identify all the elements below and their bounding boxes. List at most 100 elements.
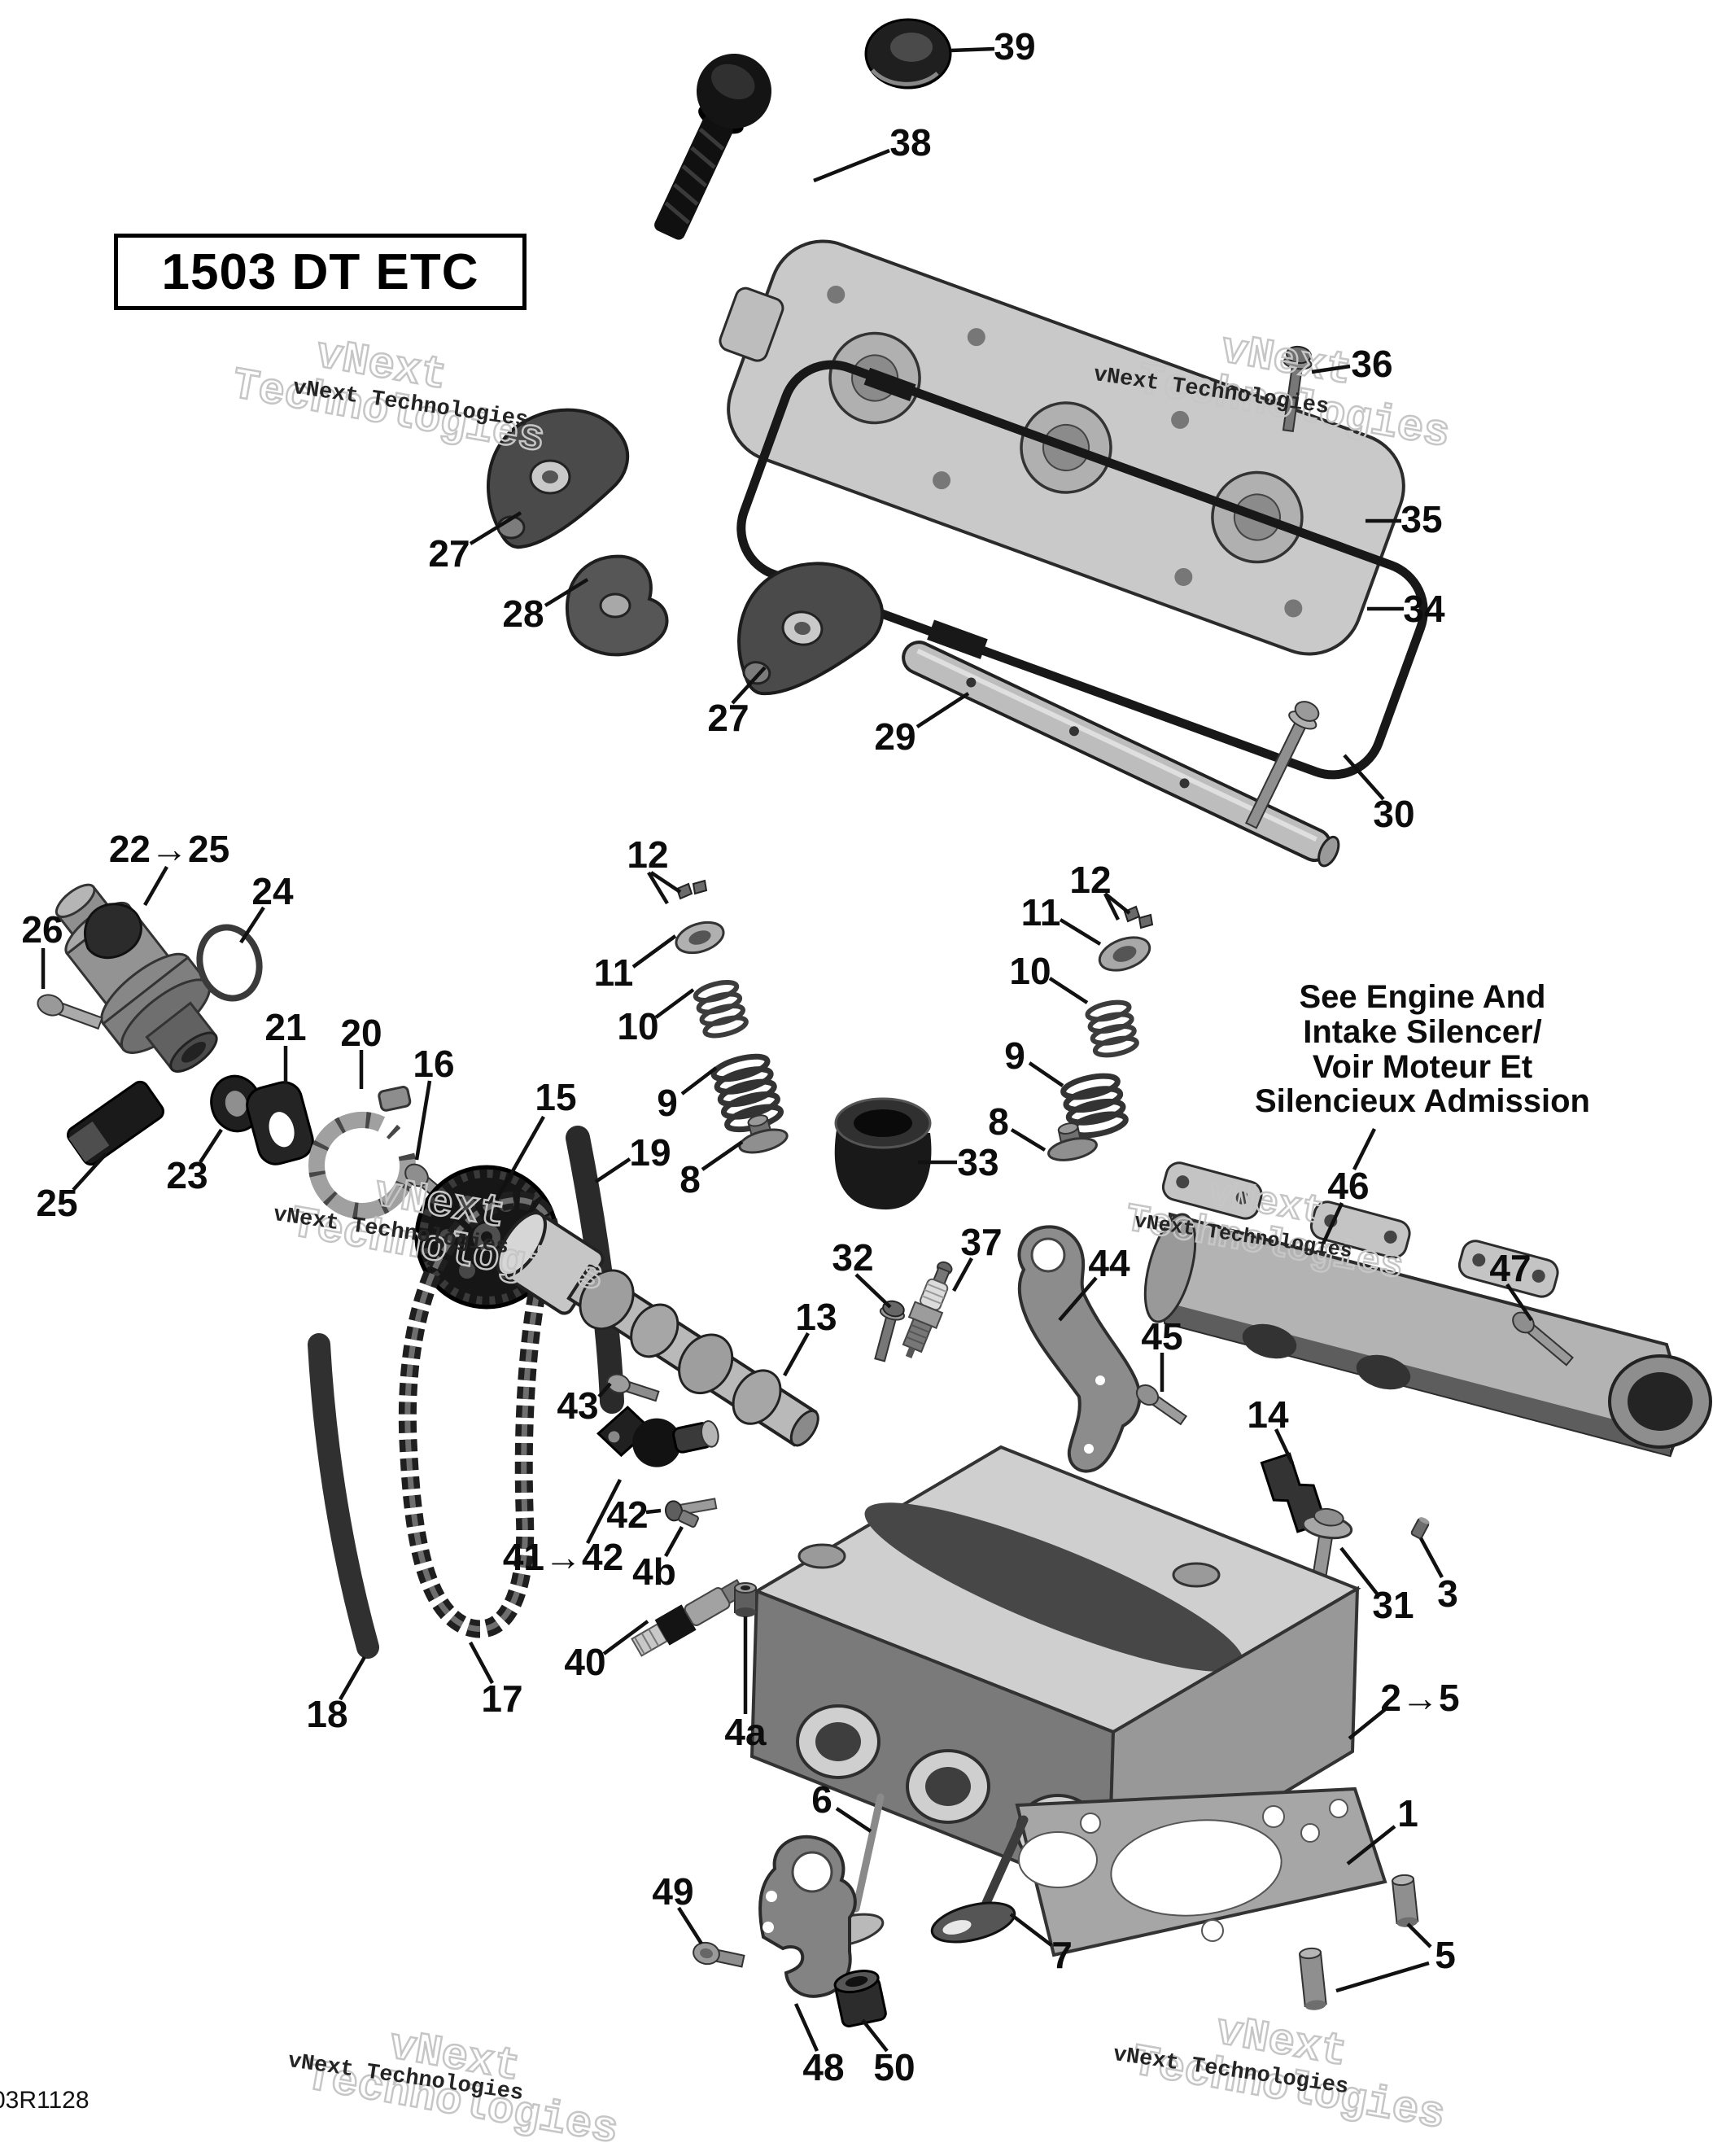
part-seal-8L: [738, 1114, 789, 1154]
diagram-code: 03R1128: [0, 2087, 90, 2114]
part-spring-9R: [1060, 1073, 1129, 1139]
part-stud-5a: [1391, 1874, 1419, 1927]
leader-line-14: [1274, 1428, 1295, 1464]
leader-line-23: [199, 1128, 223, 1164]
part-seal-23: [210, 1074, 262, 1133]
leader-line-41-42: [585, 1478, 623, 1545]
leader-line-10R: [1048, 977, 1089, 1004]
note-line: Intake Silencer/: [1303, 1013, 1542, 1050]
leader-line-10L: [654, 988, 695, 1019]
part-lever-22: [83, 903, 142, 960]
part-exhaust-valve-7: [930, 1815, 1029, 1944]
part-cam-sensor-41: [596, 1406, 719, 1467]
leader-line-5: [1335, 1961, 1430, 1993]
diagram-title: 1503 DT ETC: [161, 243, 479, 300]
part-dowel-4a: [734, 1582, 757, 1617]
part-bolt-30: [1244, 701, 1320, 829]
leader-line-47: [1505, 1283, 1533, 1322]
part-spring-10R: [1085, 999, 1139, 1058]
part-sensor-25: [67, 1080, 164, 1166]
part-bolt-49: [693, 1941, 745, 1968]
part-bracket-48: [758, 1835, 857, 1998]
leader-line-15: [495, 1115, 545, 1201]
leader-line-31: [1339, 1546, 1379, 1595]
leader-line-11R: [1059, 918, 1102, 946]
leader-line-12L: [647, 871, 669, 905]
leader-line-46: [1321, 1202, 1344, 1244]
leader-line-3: [1419, 1537, 1444, 1579]
part-retainer-11R: [1098, 936, 1151, 972]
leader-line-40: [602, 1620, 649, 1655]
leader-line-30: [1343, 754, 1385, 801]
part-exhaust-manifold-46: [1143, 1161, 1712, 1458]
leader-line-12R: [1103, 892, 1121, 921]
leader-line-8L: [701, 1140, 744, 1171]
diagram-title-box: 1503 DT ETC: [114, 234, 527, 310]
part-bracket-44: [1017, 1225, 1142, 1473]
leader-line-6: [835, 1807, 872, 1833]
part-spark-plug-37: [902, 1261, 953, 1359]
part-camshaft-13: [496, 1211, 819, 1447]
note-line: See Engine And: [1299, 979, 1546, 1015]
part-intake-duct-33: [834, 1097, 932, 1210]
leader-line-7: [1009, 1913, 1053, 1947]
leader-line-12L: [649, 871, 682, 894]
leader-line-27a: [469, 511, 522, 545]
part-bolt-45: [1135, 1384, 1188, 1426]
leader-line-50: [861, 2018, 889, 2053]
part-head-gasket-1: [1015, 1786, 1387, 1957]
leader-line-18: [339, 1655, 366, 1701]
part-gasket-34: [736, 360, 1428, 780]
leader-line-25: [72, 1152, 107, 1192]
part-chain-guide-18: [308, 1333, 379, 1659]
part-rocker-shaft-29: [902, 641, 1340, 868]
leader-line-8R: [1010, 1128, 1047, 1152]
part-oring-24: [196, 924, 263, 1002]
part-cotters-12L: [675, 879, 708, 900]
part-bolt-43: [606, 1373, 660, 1402]
leader-line-32: [854, 1273, 892, 1309]
leader-line-36: [1311, 364, 1351, 374]
leader-line-5: [1406, 1922, 1432, 1948]
part-grommet-39: [864, 18, 952, 90]
leader-line-39: [950, 46, 995, 53]
part-gasket-21: [246, 1081, 314, 1165]
leader-line-43: [597, 1382, 612, 1398]
reference-note: See Engine And Intake Silencer/ Voir Mot…: [1252, 980, 1593, 1119]
leader-line-37: [952, 1257, 973, 1292]
leader-line-29: [915, 692, 970, 728]
part-bolt-26: [37, 994, 103, 1030]
part-retainer-11L: [675, 921, 725, 955]
note-line: Silencieux Admission: [1255, 1083, 1590, 1120]
part-chain-guide-19: [566, 1126, 624, 1414]
part-spring-10L: [693, 980, 749, 1039]
leader-line-4b: [664, 1525, 684, 1558]
leader-line-9R: [1028, 1061, 1064, 1087]
leader-line-46: [1352, 1127, 1377, 1171]
leader-line-48: [793, 2003, 819, 2052]
part-rocker-support-28: [565, 554, 669, 657]
leader-line-19: [594, 1157, 631, 1183]
part-dowel-4b: [678, 1509, 699, 1528]
part-trigger-wheel-20: [308, 1086, 416, 1219]
leader-line-27b: [731, 666, 767, 705]
leader-line-22-25: [143, 865, 168, 907]
leader-line-1: [1346, 1825, 1396, 1865]
leader-line-49: [677, 1906, 703, 1945]
part-stud-5b: [1298, 1947, 1327, 2010]
part-screw-42: [664, 1498, 718, 1522]
part-dowel-3: [1410, 1517, 1430, 1539]
leader-line-28: [544, 578, 589, 607]
leader-line-2-5: [1348, 1706, 1389, 1740]
leader-line-16: [414, 1080, 432, 1161]
note-line: Voir Moteur Et: [1312, 1048, 1533, 1085]
leader-line-24: [239, 906, 265, 944]
leader-line-11L: [631, 934, 677, 969]
leader-line-17: [469, 1641, 494, 1685]
leader-line-9L: [680, 1066, 718, 1095]
part-seal-8R: [1047, 1122, 1098, 1161]
leader-line-42: [645, 1508, 662, 1515]
leader-line-38: [813, 148, 890, 183]
